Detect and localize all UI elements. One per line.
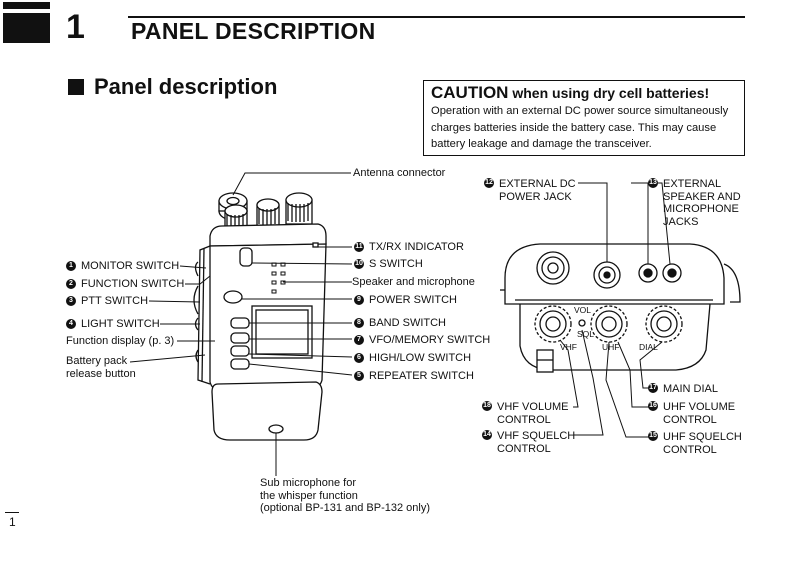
callout-7: 7 VFO/MEMORY SWITCH <box>354 334 490 347</box>
callout-number-10: 10 <box>354 259 364 270</box>
callout-number-1: 1 <box>66 261 76 272</box>
callout-label-8: BAND SWITCH <box>369 317 446 329</box>
callout-number-3: 3 <box>66 296 76 307</box>
callout-number-18: 18 <box>482 401 492 411</box>
callout-label-2: FUNCTION SWITCH <box>81 278 185 290</box>
callout-16: 16 UHF VOLUME CONTROL <box>648 401 735 426</box>
callout-5: 5 REPEATER SWITCH <box>354 370 474 383</box>
caution-heading: CAUTION when using dry cell batteries! <box>431 83 709 103</box>
dial-mark: DIAL <box>639 342 658 352</box>
battery-release-label: Battery pack release button <box>66 355 136 380</box>
sql-mark: SQL <box>577 329 594 339</box>
callout-number-5: 5 <box>354 371 364 382</box>
uhf-knob-top <box>590 305 628 343</box>
chapter-title: PANEL DESCRIPTION <box>131 18 376 44</box>
callout-number-17: 17 <box>648 383 658 393</box>
callout-15: 15 UHF SQUELCH CONTROL <box>648 431 742 456</box>
callout-number-14: 14 <box>482 430 492 440</box>
callout-14: 14 VHF SQUELCH CONTROL <box>482 430 575 455</box>
callout-4: 4 LIGHT SWITCH <box>66 318 160 331</box>
callout-label-3: PTT SWITCH <box>81 295 149 307</box>
callout-17: 17 MAIN DIAL <box>648 383 718 396</box>
vhf-mark: VHF <box>560 342 577 352</box>
callout-number-7: 7 <box>354 335 364 346</box>
chapter-tab-mark <box>3 2 50 9</box>
caution-heading-rest: when using dry cell batteries! <box>508 85 710 101</box>
uhf-mark: UHF <box>602 342 619 352</box>
callout-label-10: S SWITCH <box>369 258 423 270</box>
antenna-connector-label: Antenna connector <box>353 167 446 179</box>
chapter-tab-block <box>3 13 50 43</box>
callout-label-18: VHF VOLUME CONTROL <box>497 401 569 426</box>
callout-label-12: EXTERNAL DC POWER JACK <box>499 178 576 203</box>
section-square-icon <box>68 79 84 95</box>
chapter-number: 1 <box>66 8 85 46</box>
header-rule <box>128 16 745 18</box>
vol-mark: VOL <box>574 305 591 315</box>
callout-18: 18 VHF VOLUME CONTROL <box>482 401 569 426</box>
caution-heading-main: CAUTION <box>431 83 509 102</box>
sub-microphone-label: Sub microphone for the whisper function … <box>260 477 430 514</box>
callout-label-17: MAIN DIAL <box>663 383 719 395</box>
callout-label-16: UHF VOLUME CONTROL <box>663 401 736 426</box>
callout-number-8: 8 <box>354 318 364 329</box>
callout-label-7: VFO/MEMORY SWITCH <box>369 334 491 346</box>
uhf-knob <box>256 198 280 228</box>
callout-number-13: 13 <box>648 178 658 188</box>
top-panel-outline <box>500 243 741 371</box>
page-number-rule <box>5 512 19 513</box>
callout-3: 3 PTT SWITCH <box>66 295 148 308</box>
vhf-knob-top <box>534 305 572 343</box>
caution-body: Operation with an external DC power sour… <box>431 105 729 150</box>
callout-number-9: 9 <box>354 295 364 306</box>
callout-12: 12 EXTERNAL DC POWER JACK <box>484 178 576 203</box>
page-number: 1 <box>9 515 16 529</box>
callout-label-9: POWER SWITCH <box>369 294 457 306</box>
callout-number-15: 15 <box>648 431 658 441</box>
callout-label-5: REPEATER SWITCH <box>369 370 474 382</box>
callout-number-11: 11 <box>354 242 364 253</box>
callout-label-11: TX/RX INDICATOR <box>369 241 464 253</box>
callout-label-6: HIGH/LOW SWITCH <box>369 352 472 364</box>
caution-box: CAUTION when using dry cell batteries! O… <box>423 80 745 156</box>
callout-1: 1 MONITOR SWITCH <box>66 260 179 273</box>
callout-label-1: MONITOR SWITCH <box>81 260 180 272</box>
speaker-microphone-label: Speaker and microphone <box>352 276 475 288</box>
main-dial-knob <box>285 192 313 225</box>
section-heading: Panel description <box>68 74 277 100</box>
callout-number-2: 2 <box>66 279 76 290</box>
callout-9: 9 POWER SWITCH <box>354 294 457 307</box>
callout-13: 13 EXTERNAL SPEAKER AND MICROPHONE JACKS <box>648 178 741 228</box>
callout-8: 8 BAND SWITCH <box>354 317 446 330</box>
callout-number-4: 4 <box>66 319 76 330</box>
callout-11: 11 TX/RX INDICATOR <box>354 241 464 254</box>
function-display-label: Function display (p. 3) <box>66 335 175 347</box>
dial-knob-top <box>645 305 683 343</box>
callout-6: 6 HIGH/LOW SWITCH <box>354 352 471 365</box>
callout-2: 2 FUNCTION SWITCH <box>66 278 184 291</box>
callout-number-16: 16 <box>648 401 658 411</box>
callout-label-13: EXTERNAL SPEAKER AND MICROPHONE JACKS <box>663 178 741 228</box>
callout-number-6: 6 <box>354 353 364 364</box>
callout-label-4: LIGHT SWITCH <box>81 318 160 330</box>
callout-label-15: UHF SQUELCH CONTROL <box>663 431 742 456</box>
callout-label-14: VHF SQUELCH CONTROL <box>497 430 576 455</box>
section-title: Panel description <box>94 74 278 99</box>
callout-number-12: 12 <box>484 178 494 188</box>
callout-10: 10 S SWITCH <box>354 258 423 271</box>
